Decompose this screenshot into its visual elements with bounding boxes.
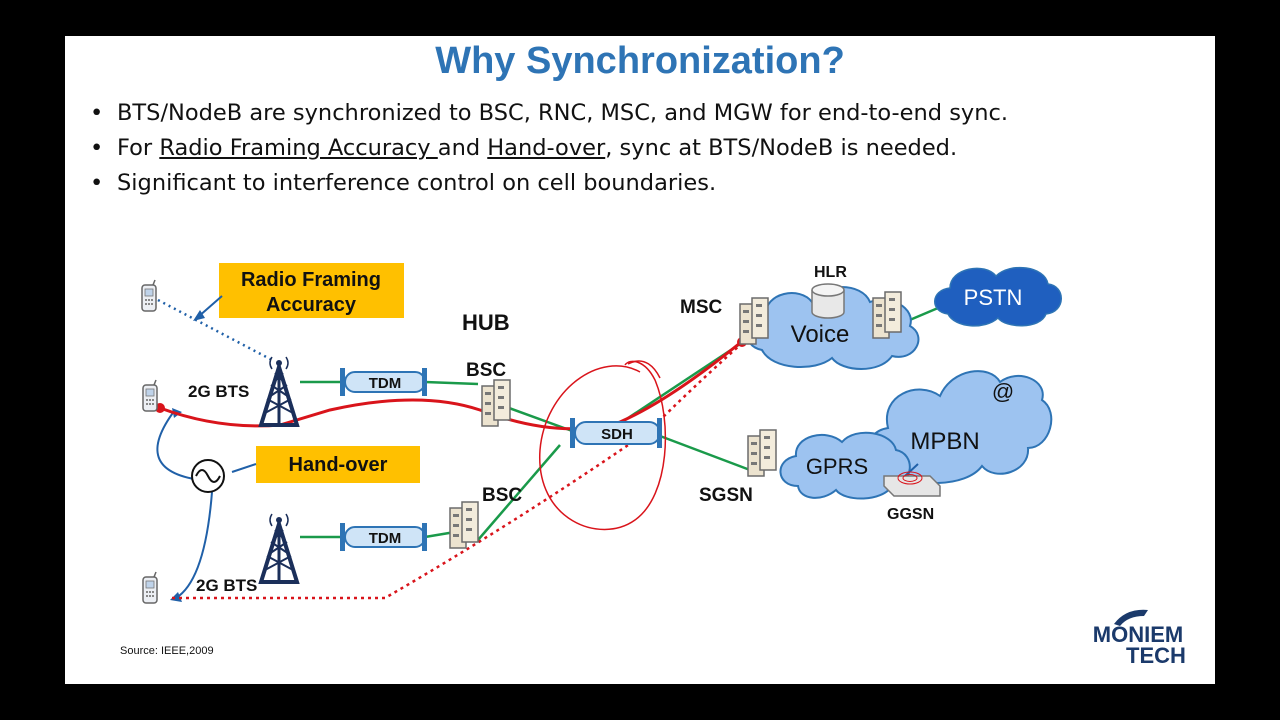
sdh-label: SDH: [601, 426, 633, 443]
logo-line2: TECH: [1126, 643, 1186, 666]
pstn-label: PSTN: [964, 285, 1023, 310]
handover-arc-upper: [156, 409, 201, 481]
bts-tower-icon: [259, 355, 299, 427]
handover-arc-lower: [175, 491, 213, 599]
voice-server-icon: [872, 291, 902, 339]
bullet-text: , sync at BTS/NodeB is needed.: [605, 135, 958, 161]
tdm-bottom-label: TDM: [369, 530, 402, 547]
ggsn-label: GGSN: [887, 506, 934, 523]
annotation-stroke: [627, 360, 661, 379]
gprs-cloud: GPRS: [779, 431, 911, 500]
radio-framing-line1: Radio Framing: [241, 269, 381, 291]
hlr-label: HLR: [814, 264, 847, 281]
mobile-phone-icon: [142, 379, 158, 412]
hand-over-callout: Hand-over: [256, 446, 420, 483]
sync-path-red-dotted: [172, 344, 741, 600]
ggsn-link: [904, 463, 919, 477]
radio-framing-callout: Radio Framing Accuracy: [219, 263, 404, 318]
bullet-text: For: [117, 135, 160, 161]
oscillator-icon: [191, 459, 225, 493]
callout-arrowhead: [193, 310, 205, 321]
bsc-bottom-server-icon: [449, 501, 479, 549]
bsc-top-label: BSC: [466, 360, 506, 381]
radio-framing-line2: Accuracy: [266, 294, 357, 316]
bullet-text: and: [437, 135, 488, 161]
handover-pointer: [231, 463, 257, 473]
voice-label: Voice: [791, 321, 850, 348]
bts-tower-icon: [259, 512, 299, 584]
annotation-circle: [539, 360, 667, 531]
arrowhead-icon: [170, 592, 182, 602]
bts-bottom-label: 2G BTS: [196, 576, 257, 595]
hand-over-label: Hand-over: [289, 454, 388, 476]
radio-framing-accuracy-term: Radio Framing Accuracy: [159, 135, 438, 161]
tdm-top-label: TDM: [369, 375, 402, 392]
hlr-database-icon: [811, 283, 845, 319]
bullet-text: BTS/NodeB are synchronized to BSC, RNC, …: [117, 100, 1009, 126]
tdm-pipe-top: TDM: [340, 368, 427, 396]
bullet-item: Significant to interference control on c…: [90, 166, 1008, 201]
msc-server-icon: [739, 297, 769, 345]
mobile-phone-icon: [142, 571, 158, 604]
tdm-pipe-bottom: TDM: [340, 523, 427, 551]
bts-top-label: 2G BTS: [188, 382, 249, 401]
bullet-text: Significant to interference control on c…: [117, 170, 717, 196]
bullet-list: BTS/NodeB are synchronized to BSC, RNC, …: [90, 96, 1008, 201]
bsc-bottom-label: BSC: [482, 485, 522, 506]
sync-path-red-solid: [159, 341, 741, 431]
mpbn-label: MPBN: [910, 428, 979, 455]
sdh-pipe: SDH: [570, 418, 662, 448]
bullet-item: BTS/NodeB are synchronized to BSC, RNC, …: [90, 96, 1008, 131]
bsc-top-server-icon: [481, 379, 511, 427]
pstn-cloud: PSTN: [934, 266, 1062, 327]
slide-title: Why Synchronization?: [435, 40, 845, 82]
logo-swoosh-icon: [1114, 609, 1148, 626]
moniem-tech-logo: MONIEM TECH: [1093, 609, 1186, 666]
hand-over-term: Hand-over: [487, 135, 606, 161]
at-symbol: @: [992, 379, 1014, 404]
sgsn-label: SGSN: [699, 485, 753, 506]
gprs-label: GPRS: [806, 454, 868, 479]
mpbn-cloud: MPBN @: [866, 370, 1053, 485]
msc-label: MSC: [680, 297, 723, 318]
mobile-phone-icon: [141, 279, 157, 312]
source-citation: Source: IEEE,2009: [120, 645, 214, 657]
bullet-item: For Radio Framing Accuracy and Hand-over…: [90, 131, 1008, 166]
hub-label: HUB: [462, 310, 510, 335]
logo-line1: MONIEM: [1093, 622, 1183, 647]
ggsn-router-icon: [883, 471, 941, 497]
sgsn-server-icon: [747, 429, 777, 477]
